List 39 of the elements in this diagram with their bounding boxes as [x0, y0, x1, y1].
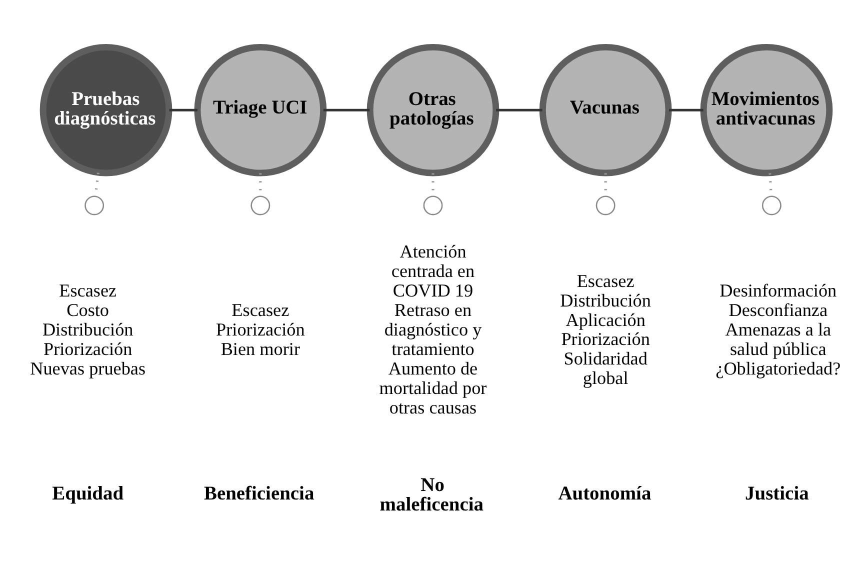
- node-circle: Vacunas: [539, 43, 672, 176]
- node-circle: Otras patologías: [366, 43, 500, 176]
- node-label: Solidaridad global: [564, 348, 648, 388]
- node-label: Distribución: [42, 319, 134, 340]
- node-circle: [250, 195, 270, 215]
- node-label: Priorización: [216, 319, 305, 340]
- node-label: Desinformación: [720, 280, 837, 300]
- node-label: Escasez: [576, 270, 634, 290]
- node-label: Bien morir: [220, 338, 300, 358]
- node-label: ¿Obligatoriedad?: [716, 358, 841, 378]
- node-label: Priorización: [43, 338, 132, 358]
- node-label: Escasez: [59, 280, 117, 300]
- node-label: Retraso en diagnóstico y tratamiento: [384, 300, 482, 358]
- node-label: Desconfianza: [728, 300, 828, 320]
- node-circle: [596, 195, 616, 215]
- connector: [323, 108, 370, 111]
- label: No maleficencia: [380, 474, 484, 515]
- node-label: Escasez: [232, 300, 290, 320]
- node-circle: Pruebas diagnósticas: [40, 43, 172, 176]
- node-circle: Triage UCI: [194, 43, 327, 176]
- node-label: Aplicación: [566, 309, 646, 330]
- connector: [169, 108, 198, 111]
- label: Autonomía: [558, 482, 652, 504]
- node-label: Distribución: [560, 290, 651, 310]
- node-label: Nuevas pruebas: [30, 358, 146, 378]
- node-circle: [423, 195, 443, 215]
- label: Beneficiencia: [204, 482, 314, 504]
- label: Justicia: [745, 482, 809, 504]
- label: Equidad: [52, 482, 124, 504]
- node-circle: Movimientos antivacunas: [700, 43, 833, 176]
- node-label: Priorización: [561, 328, 650, 349]
- node-circle: [762, 195, 782, 215]
- node-label: Atención centrada en COVID 19: [391, 241, 475, 300]
- node-label: Costo: [66, 300, 110, 320]
- node-label: Amenazas a la salud pública: [725, 319, 832, 358]
- connector: [496, 108, 542, 111]
- node-circle: [84, 195, 104, 215]
- connector: [669, 108, 704, 111]
- node-label: Aumento de mortalidad por otras causas: [379, 358, 487, 417]
